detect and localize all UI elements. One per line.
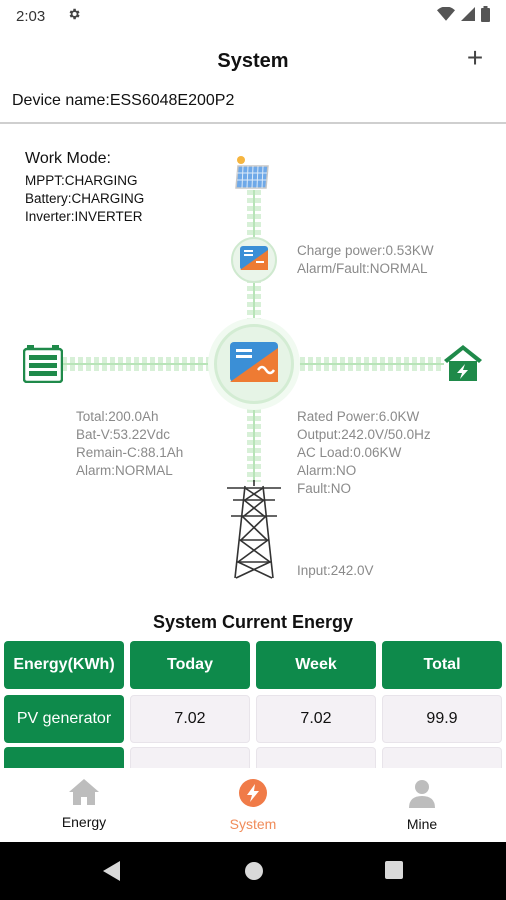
rated-power: Rated Power:6.0KW [297,409,420,424]
device-name: Device name:ESS6048E200P2 [12,92,235,109]
battery-total: Total:200.0Ah [76,409,159,424]
battery-alarm: Alarm:NORMAL [76,463,173,478]
nav-label-mine: Mine [406,816,438,832]
bottom-navigation: Energy System Mine [0,768,506,842]
add-device-button[interactable]: + [466,42,484,73]
work-mode-title: Work Mode: [25,150,111,167]
page-title: System [217,50,289,72]
battery-pack-icon[interactable] [22,345,64,388]
nav-tab-system[interactable]: System [203,778,303,832]
header-today: Today [130,641,250,689]
back-icon[interactable] [103,861,121,886]
inverter-alarm: Alarm:NO [297,463,357,478]
charge-power: Charge power:0.53KW [297,243,434,258]
header-week: Week [256,641,376,689]
controller-icon [240,245,268,275]
grid-input: Input:242.0V [297,563,374,578]
signal-icon [461,7,475,25]
flow-core-home [292,363,444,365]
nav-label-energy: Energy [61,814,107,830]
recents-icon[interactable] [385,861,403,884]
inverter-fault: Fault:NO [297,481,352,496]
pv-alarm-fault: Alarm/Fault:NORMAL [297,261,428,276]
grid-tower-icon[interactable] [227,480,281,585]
mppt-status: MPPT:CHARGING [25,173,138,188]
header-total: Total [382,641,502,689]
divider [0,122,506,124]
lightning-icon [238,779,268,812]
nav-tab-mine[interactable]: Mine [372,778,472,832]
app-bar: System + [0,32,506,90]
battery-info: Total:200.0Ah Bat-V:53.22Vdc Remain-C:88… [76,408,183,480]
pv-week-value: 7.02 [256,695,376,743]
status-time: 2:03 [16,7,46,25]
energy-table: Energy(KWh) Today Week Total PV generato… [0,640,506,768]
inverter-info: Rated Power:6.0KW Output:242.0V/50.0Hz A… [297,408,431,498]
flow-core-battery [62,363,218,365]
inverter-output: Output:242.0V/50.0Hz [297,427,431,442]
nav-label-system: System [229,816,277,832]
pv-today-value: 7.02 [130,695,250,743]
nav-tab-energy[interactable]: Energy [34,778,134,830]
row-label-next [4,747,124,768]
next-week-value [256,747,376,768]
next-today-value [130,747,250,768]
battery-remain: Remain-C:88.1Ah [76,445,184,460]
pv-controller-node[interactable] [231,237,277,283]
pv-info: Charge power:0.53KW Alarm/Fault:NORMAL [297,242,434,278]
status-icons [437,6,490,26]
status-bar: 2:03 [0,0,506,32]
wifi-icon [437,6,455,25]
header-energy: Energy(KWh) [4,641,124,689]
inverter-status: Inverter:INVERTER [25,209,143,224]
work-mode-panel: Work Mode: MPPT:CHARGING Battery:CHARGIN… [25,150,144,226]
next-total-value [382,747,502,768]
battery-voltage: Bat-V:53.22Vdc [76,427,171,442]
ac-load: AC Load:0.06KW [297,445,402,460]
battery-icon [481,6,490,26]
home-icon [68,779,100,810]
inverter-node[interactable] [214,324,294,404]
home-load-icon[interactable] [443,344,483,387]
android-nav-bar [0,842,506,900]
settings-gear-icon [67,7,81,26]
inverter-icon [230,341,278,387]
home-circle-icon[interactable] [244,861,264,886]
flow-core-grid [253,400,255,482]
pv-total-value: 99.9 [382,695,502,743]
battery-status: Battery:CHARGING [25,191,145,206]
row-label-pv-generator: PV generator [4,695,124,743]
person-icon [407,780,437,812]
energy-section-title: System Current Energy [152,612,354,632]
solar-panel-icon [232,152,272,197]
